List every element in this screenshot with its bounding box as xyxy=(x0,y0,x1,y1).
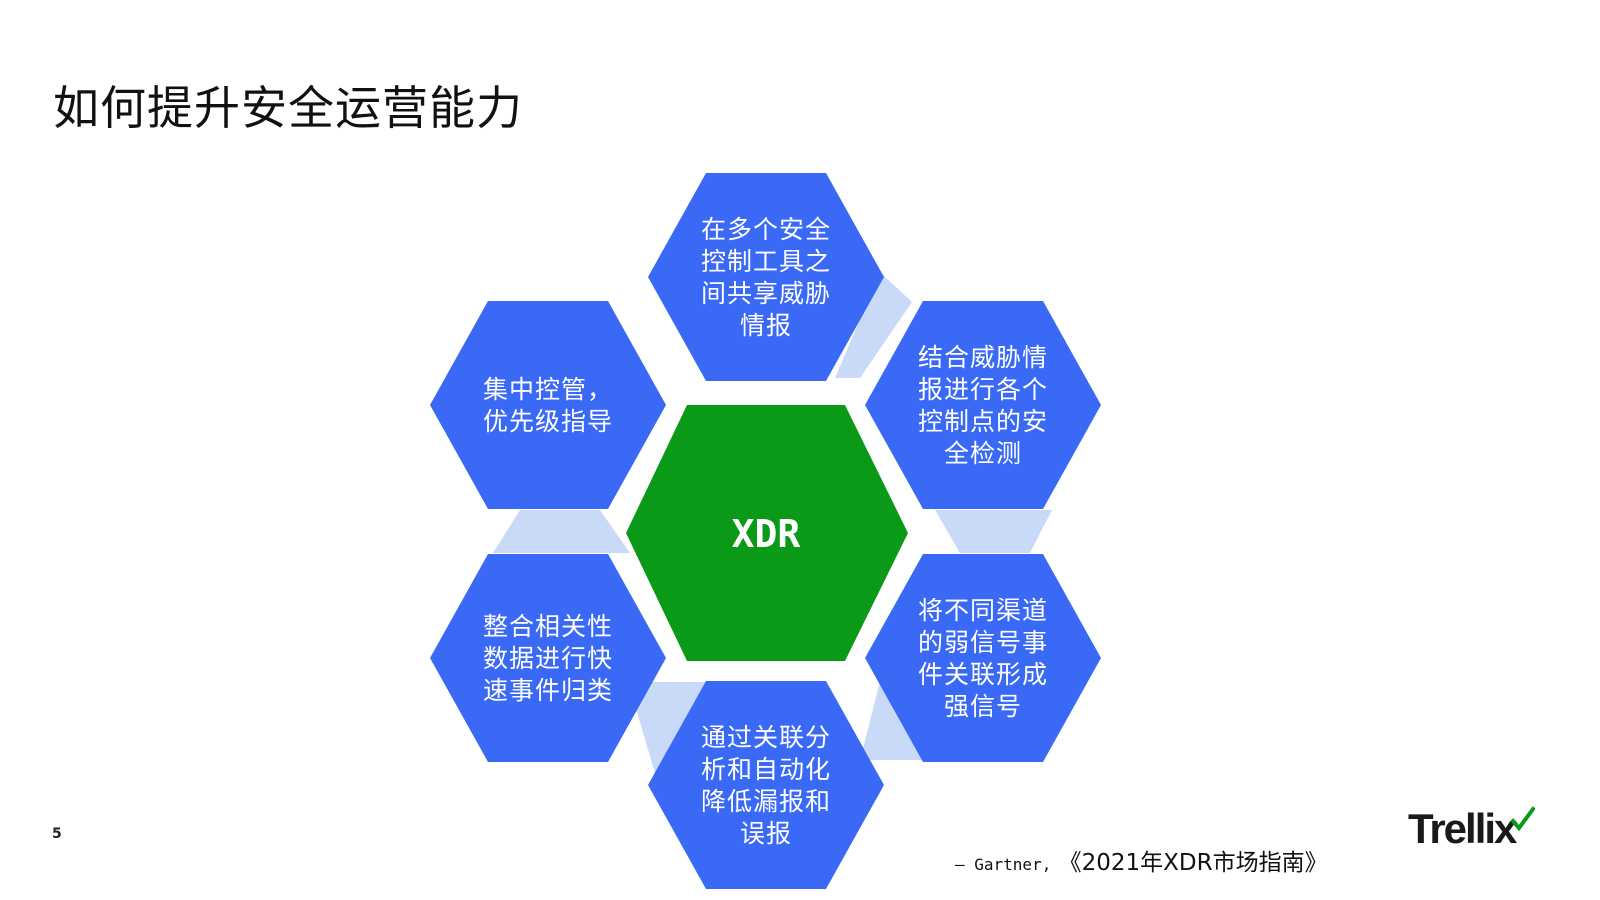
page-number: 5 xyxy=(52,826,62,842)
hexagon-top-left xyxy=(430,301,666,509)
hex-top-right-line: 全检测 xyxy=(944,439,1022,468)
hexagon-bottom xyxy=(648,681,884,889)
hex-bottom-right-line: 的弱信号事 xyxy=(918,628,1048,657)
connector-bottomleft-topleft xyxy=(493,510,630,553)
hexagon-top-right xyxy=(865,301,1101,509)
center-label: XDR xyxy=(732,512,801,556)
hex-top-line: 控制工具之 xyxy=(701,247,831,276)
hex-bottom-right-line: 将不同渠道 xyxy=(918,596,1048,625)
hex-bottom-line: 误报 xyxy=(740,819,792,848)
hex-top-right-line: 控制点的安 xyxy=(918,407,1048,436)
hex-top-left-line: 集中控管， xyxy=(483,375,613,404)
hex-top-right-line: 结合威胁情 xyxy=(918,343,1048,372)
hex-top-left: 集中控管， 优先级指导 xyxy=(430,301,666,509)
connector-bottom-bottomleft xyxy=(628,682,709,790)
citation-source: 《2021年XDR市场指南》 xyxy=(1058,850,1328,876)
center-hexagon xyxy=(626,405,908,661)
citation-prefix: – Gartner, xyxy=(955,855,1052,874)
hex-bottom-line: 降低漏报和 xyxy=(701,787,831,816)
hex-bottom-left-line: 整合相关性 xyxy=(483,612,613,641)
hexagon-top xyxy=(648,173,884,381)
connector-top-topright xyxy=(835,272,912,378)
hex-bottom-right-line: 强信号 xyxy=(944,692,1022,721)
logo-check-icon xyxy=(1511,806,1536,832)
hex-top-line: 情报 xyxy=(740,311,792,340)
hex-top-line: 在多个安全 xyxy=(701,215,831,244)
hex-bottom-line: 析和自动化 xyxy=(701,755,831,784)
hex-bottom-right-line: 件关联形成 xyxy=(918,660,1048,689)
hex-top-right-line: 报进行各个 xyxy=(918,375,1048,404)
hex-bottom-left-line: 速事件归类 xyxy=(483,676,613,705)
hexagon-bottom-right xyxy=(865,554,1101,762)
hex-bottom-line: 通过关联分 xyxy=(701,723,831,752)
hex-bottom-left-line: 数据进行快 xyxy=(483,644,613,673)
connector-topright-bottomright xyxy=(935,510,1052,553)
hex-top-left-line: 优先级指导 xyxy=(483,407,613,436)
trellix-logo: Trellix xyxy=(1408,805,1536,858)
citation: – Gartner, 《2021年XDR市场指南》 xyxy=(955,843,1328,877)
hex-top-line: 间共享威胁 xyxy=(701,279,831,308)
page-title: 如何提升安全运营能力 xyxy=(53,81,523,135)
logo-text: Trellix xyxy=(1408,805,1517,852)
hexagon-bottom-left xyxy=(430,554,666,762)
center-hex-xdr: XDR xyxy=(626,405,908,661)
